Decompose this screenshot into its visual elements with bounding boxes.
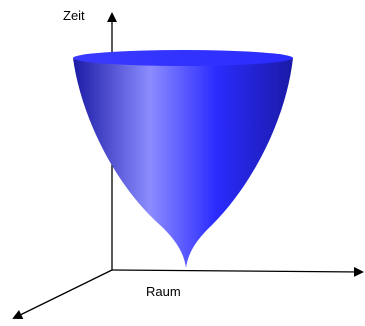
depth-axis bbox=[12, 269, 113, 319]
cone-rim bbox=[73, 50, 293, 66]
space-axis bbox=[111, 266, 364, 277]
cone-surface bbox=[73, 58, 293, 268]
space-axis-label: Raum bbox=[146, 284, 181, 299]
time-axis-label: Zeit bbox=[63, 8, 85, 23]
